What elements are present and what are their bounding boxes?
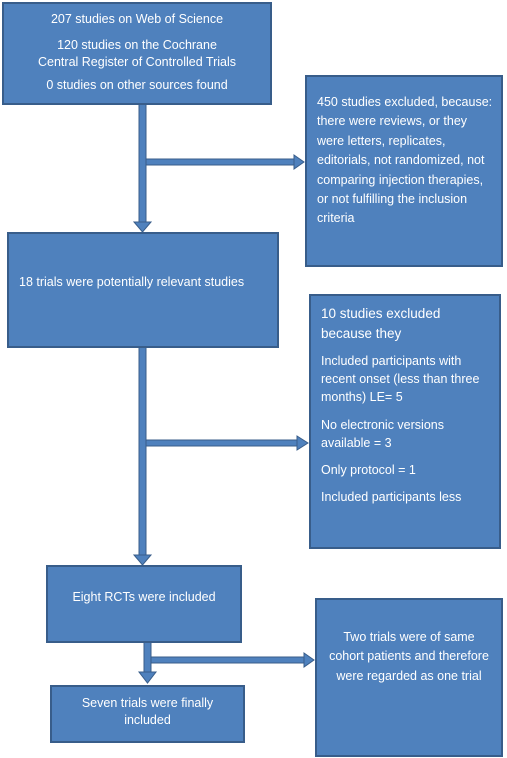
- relevant-studies-box: 18 trials were potentially relevant stud…: [7, 232, 279, 348]
- sources-box: 207 studies on Web of Science 120 studie…: [2, 2, 272, 105]
- source-web-of-science: 207 studies on Web of Science: [50, 12, 224, 26]
- source-other: 0 studies on other sources found: [46, 77, 228, 92]
- arrow-box2-to-box3: [138, 346, 147, 556]
- arrow-box3-to-box4: [143, 641, 152, 673]
- excluded-box-2: 10 studies excluded because they Include…: [309, 294, 501, 549]
- excluded-2-item-1: Included participants with recent onset …: [321, 354, 480, 405]
- included-rcts-box: Eight RCTs were included: [46, 565, 242, 643]
- final-trials-box: Seven trials were finally included: [50, 685, 245, 743]
- arrow-to-excluded2: [145, 439, 298, 447]
- source-cochrane-line1: 120 studies on the Cochrane: [57, 37, 217, 52]
- final-trials-text: Seven trials were finally included: [81, 696, 214, 727]
- excluded-3-text: Two trials were of same cohort patients …: [329, 630, 489, 683]
- excluded-2-item-2: No electronic versions available = 3: [321, 417, 444, 450]
- excluded-2-item-3: Only protocol = 1: [321, 462, 416, 477]
- source-cochrane-line2: Central Register of Controlled Trials: [38, 54, 236, 69]
- arrow-to-excluded3: [150, 656, 305, 664]
- excluded-2-item-4: Included participants less: [321, 489, 462, 504]
- excluded-2-heading: 10 studies excluded because they: [321, 306, 441, 341]
- included-rcts-text: Eight RCTs were included: [72, 590, 216, 604]
- excluded-box-1: 450 studies excluded, because: there wer…: [305, 75, 503, 267]
- excluded-1-text: 450 studies excluded, because: there wer…: [317, 95, 493, 226]
- arrow-to-excluded1: [145, 158, 295, 166]
- relevant-studies-text: 18 trials were potentially relevant stud…: [19, 275, 245, 289]
- arrow-box1-to-box2: [138, 103, 147, 223]
- excluded-box-3: Two trials were of same cohort patients …: [315, 598, 503, 757]
